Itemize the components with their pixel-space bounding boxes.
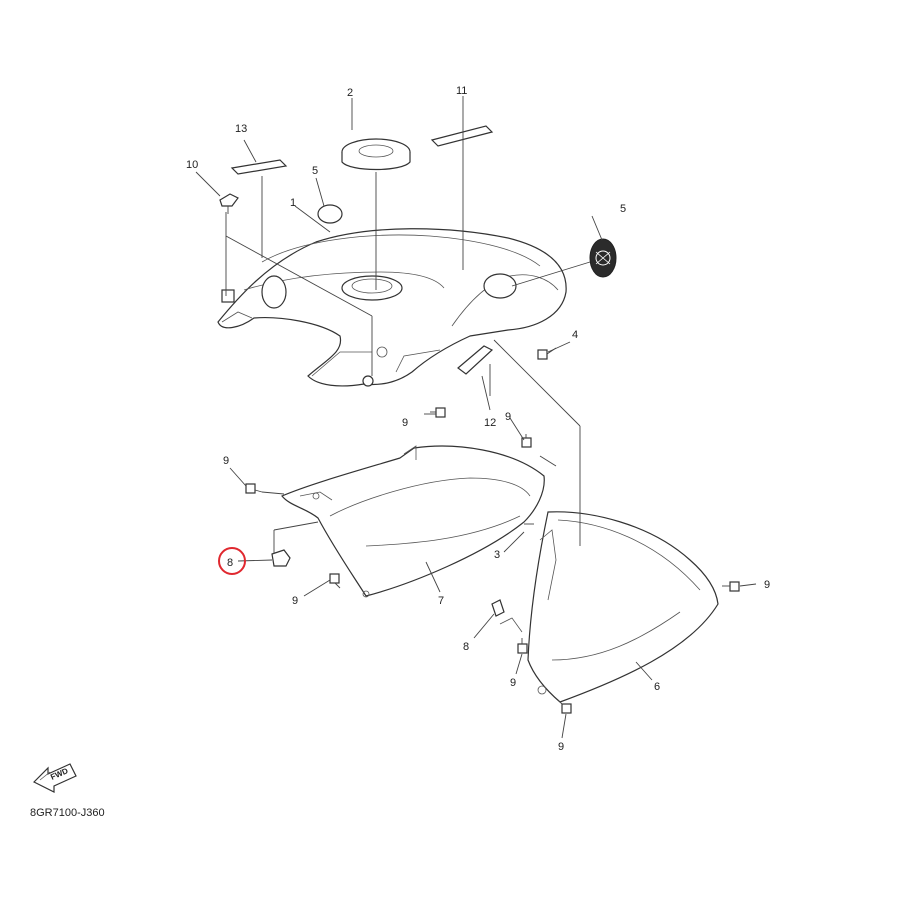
callout-13: 13 (235, 123, 247, 135)
fuel-tank (217, 228, 567, 387)
callout-11: 11 (456, 85, 467, 97)
callout-9-cover-right-bottom: 9 (558, 741, 564, 753)
callout-9-cover-right-side: 9 (764, 579, 770, 591)
cover-right (499, 511, 719, 703)
callout-8-left: 8 (227, 557, 233, 569)
nut-left (271, 549, 291, 567)
rivet (219, 193, 239, 214)
bolt-cover-right-side (722, 581, 740, 592)
label-left (230, 159, 288, 175)
bolt-cover-right-top (521, 434, 532, 448)
callout-7: 7 (438, 595, 444, 607)
highlight-circle (218, 547, 246, 575)
leader-lines (195, 96, 757, 739)
callout-12: 12 (484, 417, 496, 429)
drawing-code: 8GR7100-J360 (30, 807, 105, 819)
callout-5-right: 5 (620, 203, 626, 215)
bolt-cover-left-top (245, 483, 263, 494)
callout-9-tank-right: 9 (505, 411, 511, 423)
callout-labels: 2 11 13 10 5 1 5 4 9 12 9 9 8 9 7 3 9 8 … (186, 85, 770, 753)
bolt-cover-right-bottom (557, 699, 572, 714)
callout-9-cover-left-top: 9 (223, 455, 229, 467)
callout-4: 4 (572, 329, 578, 341)
label-center (430, 125, 494, 147)
fwd-arrow-icon: FWD (32, 763, 77, 793)
callout-2: 2 (347, 87, 353, 99)
bolt-cover-right-mid (517, 638, 528, 654)
label-side (457, 345, 494, 375)
callout-3: 3 (494, 549, 500, 561)
bolt-cover-left-bottom (329, 573, 341, 589)
callout-9-cover-right-mid: 9 (510, 677, 516, 689)
callout-8-right: 8 (463, 641, 469, 653)
callout-5-left: 5 (312, 165, 318, 177)
callout-10: 10 (186, 159, 198, 171)
emblem-right (589, 238, 617, 278)
callout-6: 6 (654, 681, 660, 693)
callout-9-cover-left-bottom: 9 (292, 595, 298, 607)
cap-seal (341, 138, 411, 171)
emblem-left (317, 204, 343, 224)
cover-left (281, 445, 545, 598)
nut-right (491, 599, 505, 617)
callout-1: 1 (290, 197, 296, 209)
bolt-tank-center (430, 407, 446, 418)
callout-9-tank-center: 9 (402, 417, 408, 429)
